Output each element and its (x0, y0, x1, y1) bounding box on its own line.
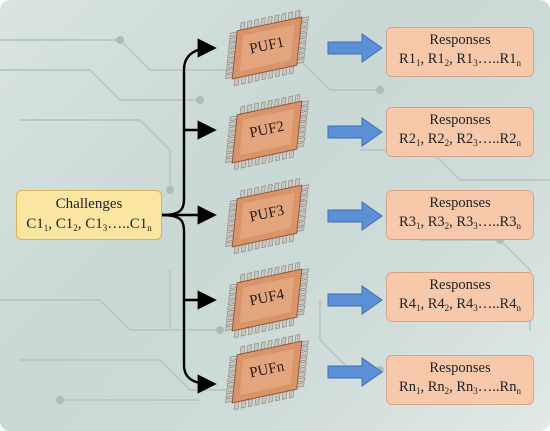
puf-chip-icon (225, 334, 309, 410)
responses-box: Responses R21, R22, R23…..R2n (386, 107, 534, 157)
responses-title: Responses (429, 112, 491, 128)
block-arrow (327, 285, 383, 315)
responses-box: Responses R11, R12, R13…..R1n (386, 27, 534, 77)
brace-line (161, 213, 217, 394)
responses-title: Responses (429, 277, 491, 293)
responses-title: Responses (429, 32, 491, 48)
challenges-title: Challenges (55, 196, 123, 212)
puf-chip-icon (225, 262, 309, 338)
responses-box: Responses Rn1, Rn2, Rn3…..Rnn (386, 355, 534, 405)
responses-list: R21, R22, R23…..R2n (399, 131, 521, 148)
responses-title: Responses (429, 195, 491, 211)
block-arrow (327, 33, 383, 63)
responses-list: R41, R42, R43…..R4n (399, 296, 521, 313)
responses-list: R31, R32, R33…..R3n (399, 214, 521, 231)
responses-list: Rn1, Rn2, Rn3…..Rnn (399, 379, 521, 396)
block-arrow (327, 117, 383, 147)
responses-list: R11, R12, R13…..R1n (399, 51, 521, 68)
responses-box: Responses R41, R42, R43…..R4n (386, 272, 534, 322)
brace-line (161, 38, 217, 217)
responses-box: Responses R31, R32, R33…..R3n (386, 190, 534, 240)
puf-chip-icon (225, 10, 309, 86)
challenges-list: C11, C12, C13…..C1n (26, 216, 152, 233)
block-arrow (327, 357, 383, 387)
block-arrow (327, 201, 383, 231)
puf-chip-icon (225, 94, 309, 170)
puf-chip-icon (225, 178, 309, 254)
challenges-box: Challenges C11, C12, C13…..C1n (16, 190, 162, 240)
responses-title: Responses (429, 360, 491, 376)
